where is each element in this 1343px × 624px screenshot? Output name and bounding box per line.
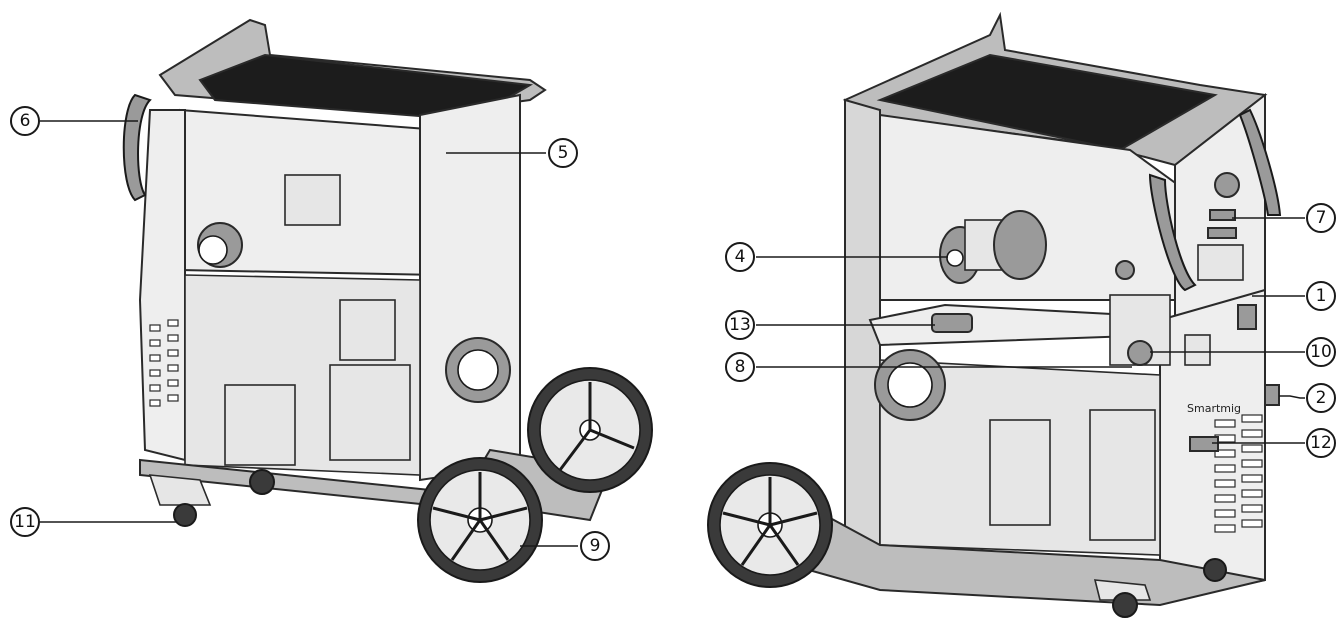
callout-13: 13 (725, 310, 935, 340)
right-view-welder: Smartmig (707, 11, 1282, 618)
callout-7-label: 7 (1316, 208, 1327, 228)
callout-12: 12 (1212, 428, 1336, 458)
callout-9-label: 9 (590, 536, 601, 556)
callout-8: 8 (725, 352, 1132, 382)
callout-2-label: 2 (1316, 388, 1327, 408)
callout-2: 2 (1279, 383, 1336, 413)
left-rear-wheel (527, 367, 653, 493)
left-vents (149, 319, 179, 407)
callout-4: 4 (725, 242, 948, 272)
callout-5: 5 (446, 138, 578, 168)
brand-label: Smartmig (1187, 402, 1241, 415)
left-front-wheel (417, 457, 543, 583)
right-front-wheel (707, 462, 833, 588)
callout-12-label: 12 (1310, 433, 1332, 453)
callout-7: 7 (1232, 203, 1336, 233)
callout-1-label: 1 (1316, 286, 1327, 306)
callout-6: 6 (10, 106, 138, 136)
callout-1: 1 (1252, 281, 1336, 311)
callout-10-label: 10 (1310, 342, 1332, 362)
left-view-welder (122, 18, 653, 583)
callout-6-label: 6 (20, 111, 31, 131)
callout-11-label: 11 (14, 512, 36, 532)
front-vents (1214, 414, 1263, 533)
callout-11: 11 (10, 507, 176, 537)
callout-9: 9 (520, 531, 610, 561)
callout-13-label: 13 (729, 315, 751, 335)
callout-5-label: 5 (558, 143, 569, 163)
callout-8-label: 8 (735, 357, 746, 377)
callout-4-label: 4 (735, 247, 746, 267)
callout-10: 10 (1150, 337, 1336, 367)
